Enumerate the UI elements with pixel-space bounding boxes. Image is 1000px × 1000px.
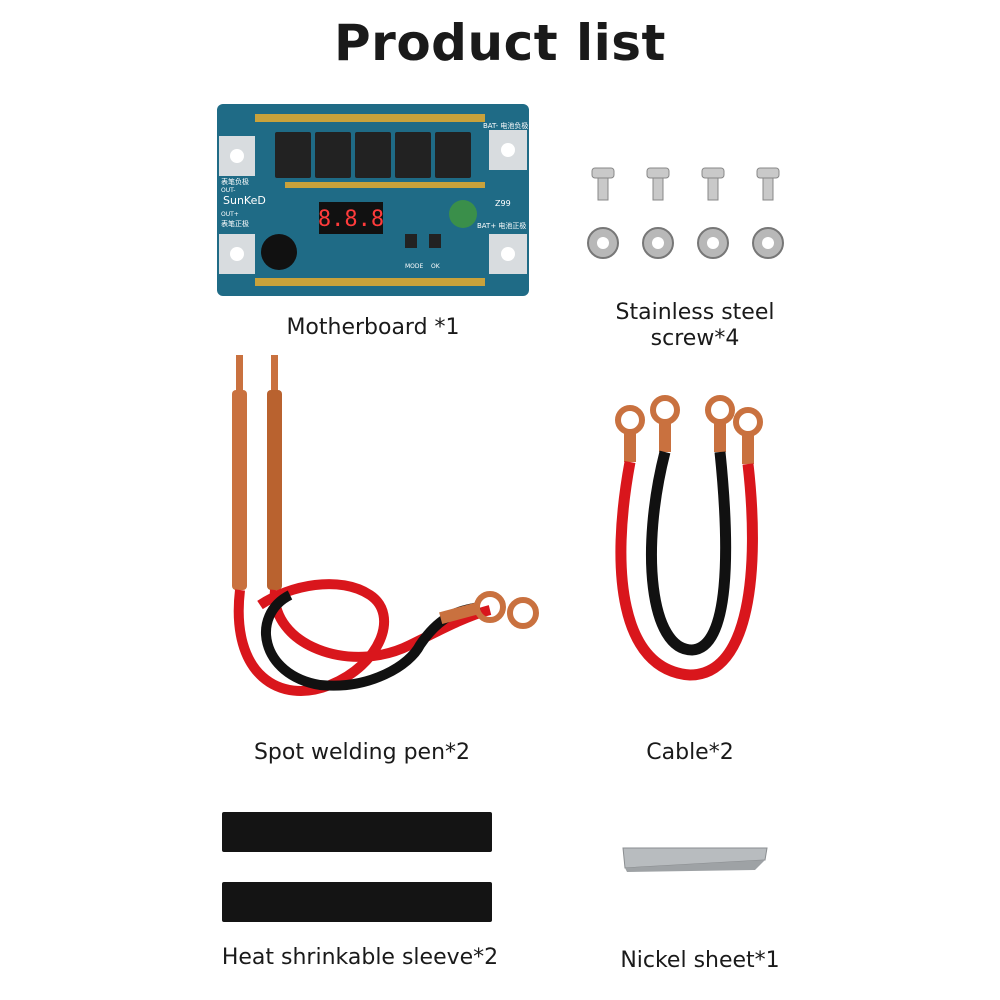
nickel-sheet-image: [622, 847, 768, 872]
caption-screws-line1: Stainless steel: [615, 300, 775, 325]
sleeve-strip-2: [222, 882, 492, 922]
board-label-bat-pos: BAT+ 电池正极: [477, 221, 526, 230]
motherboard-image: 8.8.8 SunKeD Z99 BAT- 电池负极 表笔负极 OUT- OUT…: [217, 104, 529, 296]
board-label-out-pos: 表笔正极: [221, 219, 249, 228]
caption-cable: Cable*2: [646, 740, 734, 765]
cable-image: [615, 395, 763, 681]
board-label-bat-neg: BAT- 电池负极: [483, 121, 528, 130]
caption-screws: Stainless steel screw*4: [575, 300, 815, 352]
page-title: Product list: [334, 14, 666, 72]
board-label-out-neg: 表笔负极: [221, 177, 249, 186]
caption-nickel-sheet: Nickel sheet*1: [620, 948, 780, 973]
caption-welding-pen: Spot welding pen*2: [253, 740, 471, 765]
board-display: 8.8.8: [318, 207, 384, 232]
welding-pen-image: [232, 355, 539, 696]
board-model: Z99: [495, 199, 511, 208]
board-label-mode: MODE: [405, 263, 424, 270]
board-label-out-neg-sub: OUT-: [221, 187, 235, 194]
board-label-ok: OK: [431, 263, 441, 270]
caption-sleeve: Heat shrinkable sleeve*2: [221, 945, 499, 970]
sleeve-strip-1: [222, 812, 492, 852]
board-brand: SunKeD: [223, 194, 266, 207]
caption-screws-line2: screw*4: [650, 326, 740, 351]
screws-image: [587, 167, 784, 259]
caption-motherboard: Motherboard *1: [286, 315, 460, 340]
board-label-out-pos-sub: OUT+: [221, 211, 239, 218]
